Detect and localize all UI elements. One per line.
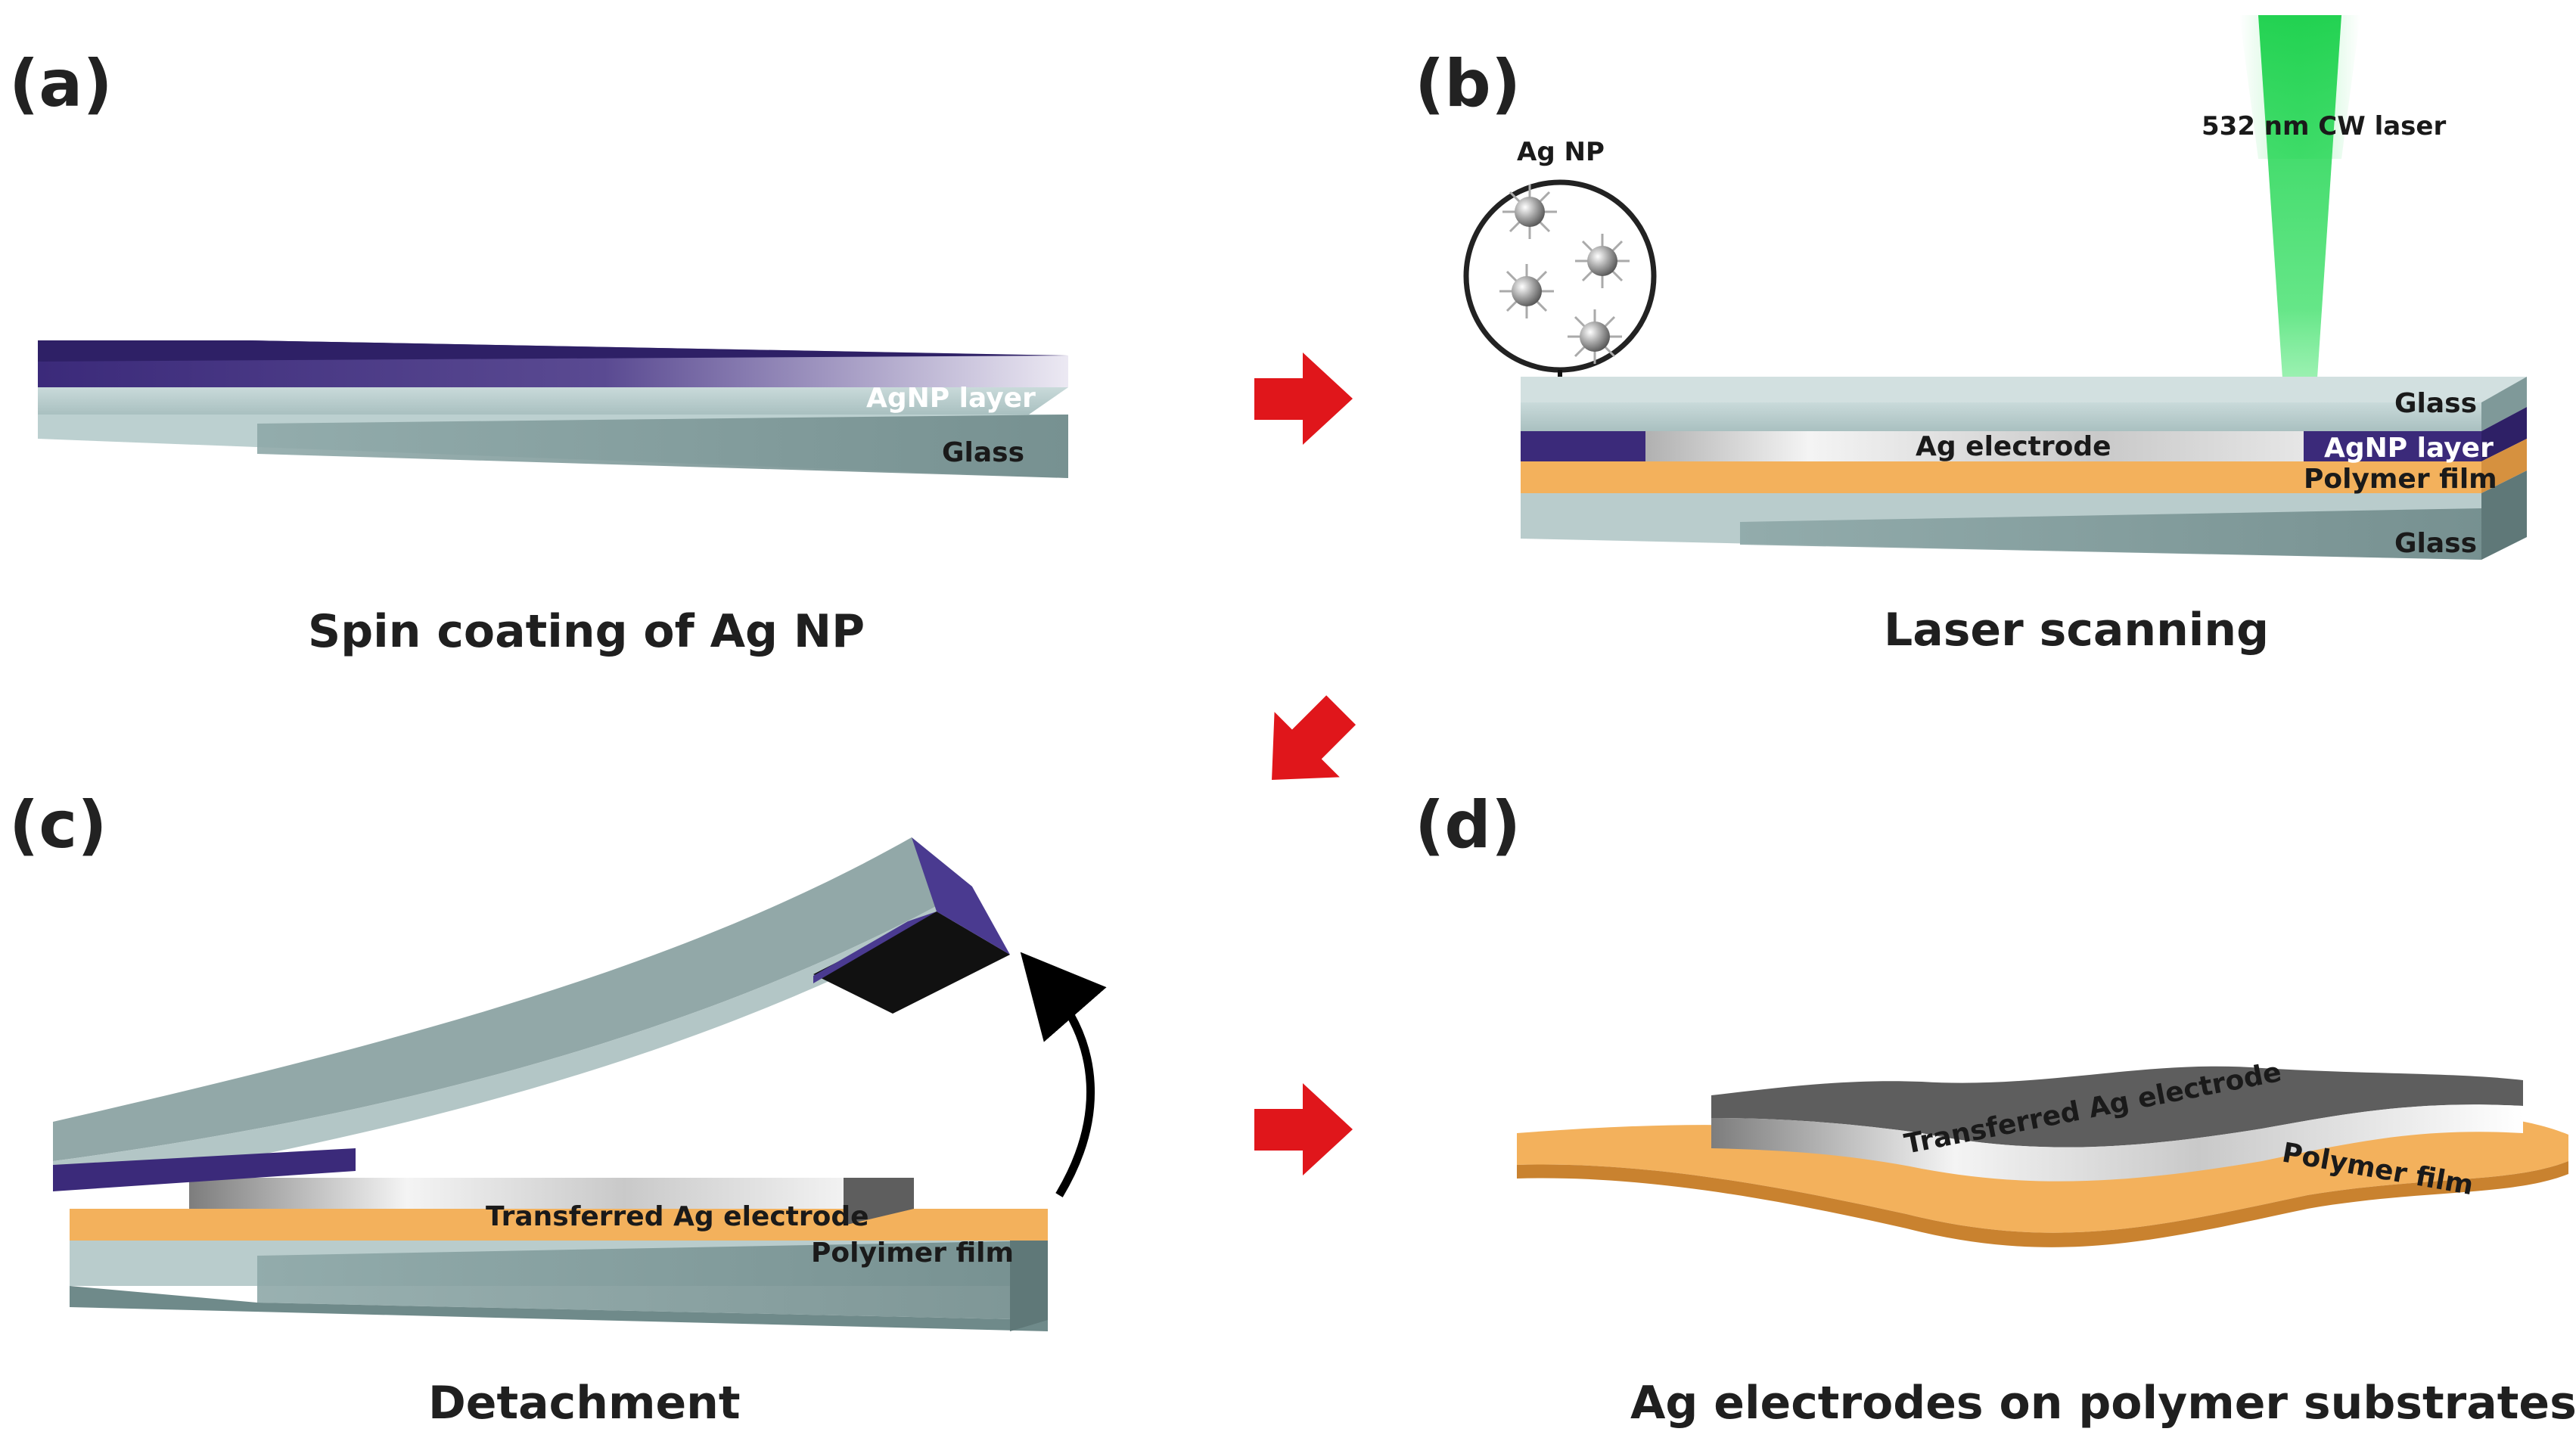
panel-c-agnp-remnant-left [53,1148,356,1191]
panel-c-transferred-electrode [189,1178,914,1209]
panel-a-stack [38,340,1068,478]
panel-a-glass-label: Glass [942,437,1024,468]
panel-b-glass-top-label: Glass [2394,388,2477,419]
panel-b-glass-bottom-label: Glass [2394,528,2477,559]
panel-c-letter: (c) [9,787,107,863]
panel-d-letter: (d) [1415,787,1521,863]
nanoparticle [1512,276,1542,306]
panel-b-agnp-right [2304,431,2481,461]
panel-b-stack [1521,377,2527,560]
panel-c-caption: Detachment [428,1377,741,1430]
nanoparticle [1587,246,1617,276]
panel-b-ag-electrode-label: Ag electrode [1916,431,2111,462]
laser-label: 532 nm CW laser [2202,111,2446,141]
nanoparticle [1580,321,1610,352]
panel-c-electrode-label: Transferred Ag electrode [486,1201,869,1232]
panel-c: (c) Transferred Ag electrode Polyimer fi… [9,787,1107,1430]
panel-d-stack [1517,1066,2568,1247]
panel-c-lifted-electrode [813,911,1010,1014]
panel-b-glass-top [1521,402,2481,431]
flow-arrows [1254,352,1356,1175]
ag-np-inset [1463,179,1657,373]
panel-c-substrate [70,1178,1048,1331]
arrow-c-to-d [1254,1083,1353,1175]
panel-d-electrode-top [1711,1066,2523,1148]
panel-c-polymer-label: Polyimer film [811,1238,1014,1269]
arrow-a-to-b [1254,352,1353,445]
panel-c-lifted-glass-top [53,837,972,1161]
panel-b-agnp-label: AgNP layer [2324,433,2494,464]
panel-b-letter: (b) [1415,46,1521,122]
nanoparticle [1515,197,1545,227]
ag-np-label: Ag NP [1517,137,1605,167]
panel-a: (a) AgNP layer Glass Spin coating of Ag … [9,46,1068,658]
panel-d-caption: Ag electrodes on polymer substrates [1630,1377,2576,1430]
arrow-b-to-c [1272,695,1356,780]
nanoparticles [1499,185,1630,364]
panel-a-agnp-label: AgNP layer [866,383,1036,414]
panel-a-glass-top [38,387,1068,415]
panel-b-caption: Laser scanning [1884,604,2269,657]
panel-b: (b) 532 nm CW laser Ag NP [1415,15,2527,657]
panel-c-lifted-glass [53,837,1010,1191]
panel-a-letter: (a) [9,46,113,122]
laser-beam [2258,15,2341,435]
panel-a-caption: Spin coating of Ag NP [308,605,865,658]
panel-d: (d) Transferred Ag electrode Polymer fil… [1415,787,2576,1430]
panel-b-agnp-left [1521,431,1645,461]
panel-b-polymer-label: Polymer film [2304,464,2497,495]
panel-d-transferred-electrode [1711,1104,2523,1182]
panel-b-polymer-film [1521,461,2481,493]
detach-arrow [1020,952,1107,1197]
